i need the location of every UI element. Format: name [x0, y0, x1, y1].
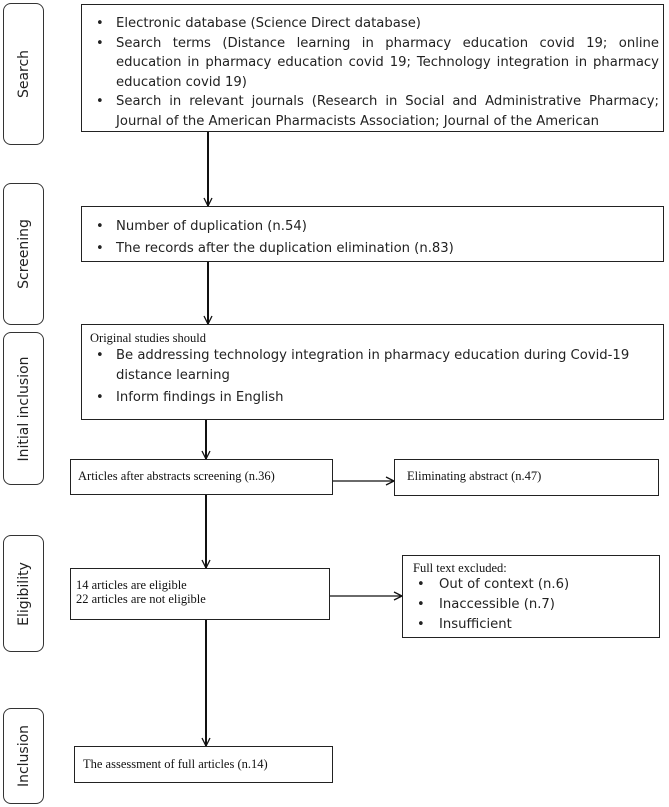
stage-initial-inclusion: Initial inclusion [3, 332, 44, 485]
list-item: Search in relevant journals (Research in… [82, 92, 659, 131]
criteria-intro: Original studies should [90, 331, 206, 345]
list-item: Insufficient information [403, 615, 653, 637]
list-item: Search terms (Distance learning in pharm… [82, 34, 659, 93]
final-assessment-box: The assessment of full articles (n.14) [74, 746, 333, 783]
list-item: Inform findings in English [82, 388, 659, 408]
inclusion-criteria-list: Be addressing technology integration in … [82, 346, 659, 408]
list-item: Be addressing technology integration in … [82, 346, 659, 385]
search-criteria-list: Electronic database (Science Direct data… [82, 14, 659, 131]
not-eligible-count-text: 22 articles are not eligible [76, 592, 206, 606]
abstracts-screening-box: Articles after abstracts screening (n.36… [70, 459, 333, 495]
stage-inclusion-label: Inclusion [15, 724, 32, 788]
screening-box: Number of duplication (n.54) The records… [81, 206, 664, 262]
eligibility-box: 14 articles are eligible 22 articles are… [70, 568, 330, 620]
stage-eligibility-label: Eligibility [15, 561, 32, 626]
eliminating-abstract-text: Eliminating abstract (n.47) [407, 469, 542, 483]
exclusion-reasons-list: Out of context (n.6) Inaccessible (n.7) … [403, 575, 653, 637]
screening-list: Number of duplication (n.54) The records… [82, 216, 659, 260]
stage-inclusion: Inclusion [3, 708, 44, 804]
final-assessment-text: The assessment of full articles (n.14) [83, 757, 268, 771]
initial-inclusion-box: Original studies should Be addressing te… [81, 324, 664, 420]
abstracts-screening-text: Articles after abstracts screening (n.36… [78, 469, 275, 483]
list-item: Electronic database (Science Direct data… [82, 14, 659, 34]
stage-screening: Screening [3, 183, 44, 325]
eligible-count-text: 14 articles are eligible [76, 578, 187, 592]
list-item: Out of context (n.6) [403, 575, 653, 595]
stage-search-label: Search [15, 49, 32, 99]
search-box: Electronic database (Science Direct data… [81, 4, 664, 132]
stage-initial-inclusion-label: Initial inclusion [15, 355, 32, 462]
list-item: Number of duplication (n.54) [82, 216, 659, 238]
stage-search: Search [3, 3, 44, 145]
stage-eligibility: Eligibility [3, 535, 44, 652]
list-item: Inaccessible (n.7) [403, 595, 653, 615]
eliminating-abstract-box: Eliminating abstract (n.47) [394, 459, 659, 496]
excluded-title: Full text excluded: [413, 561, 507, 575]
full-text-excluded-box: Full text excluded: Out of context (n.6)… [402, 555, 660, 638]
list-item: The records after the duplication elimin… [82, 238, 659, 260]
stage-screening-label: Screening [15, 219, 32, 289]
